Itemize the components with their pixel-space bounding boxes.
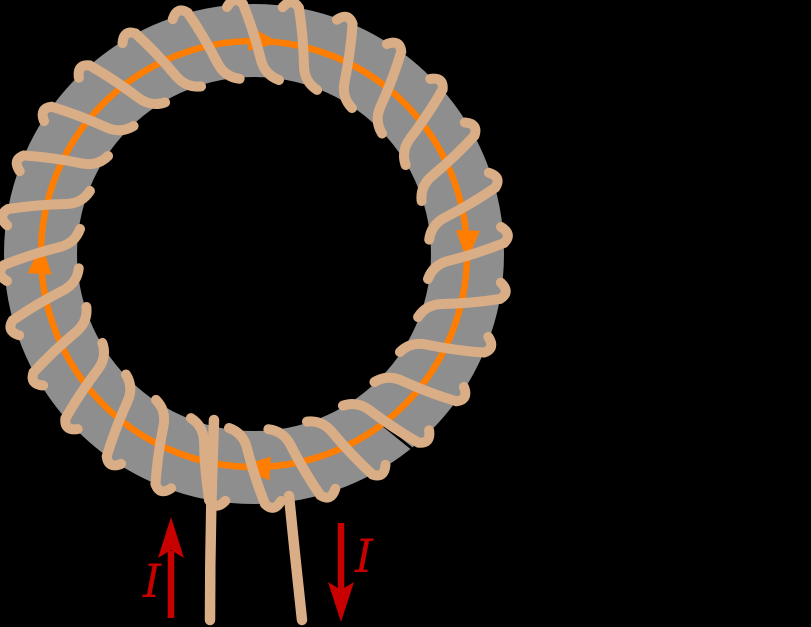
winding-turn: [331, 11, 358, 114]
current-arrow-head-right: [328, 582, 354, 622]
field-callout-line: [383, 425, 437, 469]
winding-turn: [37, 101, 139, 136]
winding-turn: [424, 167, 503, 245]
winding-turn: [394, 331, 497, 358]
winding-turn: [0, 185, 95, 231]
winding-turn: [369, 372, 471, 407]
current-arrow-head-left: [158, 517, 184, 558]
lead-wire-right: [283, 490, 308, 626]
winding-turn: [5, 263, 84, 341]
winding-turn: [150, 394, 177, 497]
winding-turn: [337, 398, 435, 448]
winding-turn: [416, 117, 481, 207]
winding-turn: [0, 224, 85, 286]
winding-turn: [277, 0, 323, 95]
winding-turn: [413, 277, 511, 323]
winding-turn: [101, 369, 136, 471]
field-arrow: [455, 230, 480, 262]
field-arrow: [27, 242, 52, 275]
winding-turn: [11, 150, 114, 177]
winding-turn: [224, 423, 286, 513]
winding-turn: [73, 60, 171, 110]
winding-turn: [117, 27, 207, 92]
winding-turn: [60, 337, 110, 435]
current-label-left: I: [142, 554, 162, 608]
diagram-shapes: [0, 0, 513, 626]
winding-turn: [263, 424, 341, 503]
winding-turn: [222, 0, 284, 85]
winding-turn: [423, 222, 513, 284]
winding-turn: [372, 37, 407, 139]
winding-turn: [27, 301, 92, 391]
winding-turn: [398, 73, 448, 171]
lead-wire-left: [204, 414, 220, 626]
field-line: [37, 37, 471, 471]
winding-turn: [301, 416, 391, 481]
winding-turn: [167, 5, 245, 84]
current-label-right: I: [354, 529, 374, 583]
